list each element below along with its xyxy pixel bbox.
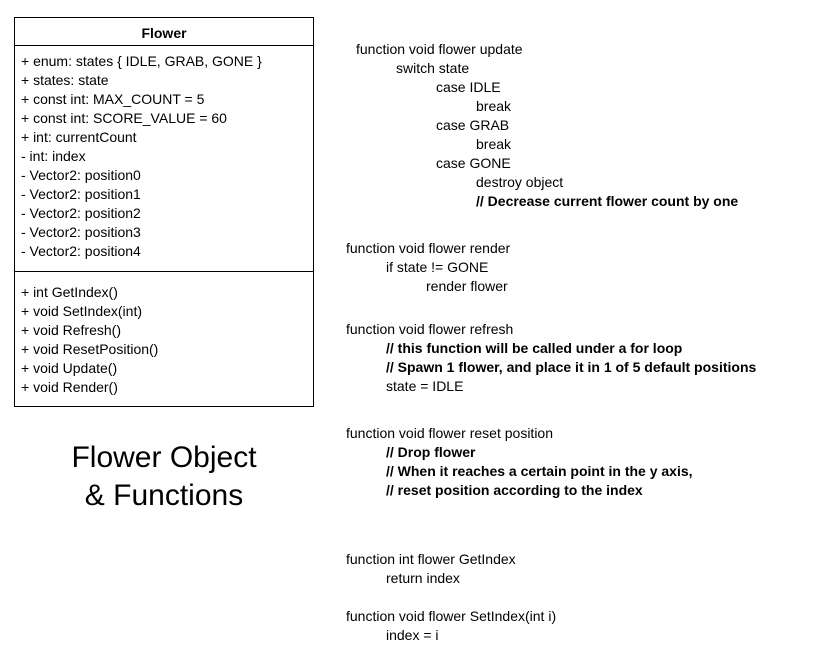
uml-attribute: + int: currentCount [21, 129, 137, 145]
uml-method: + void Update() [21, 360, 118, 376]
code-line: index = i [386, 627, 439, 643]
code-update-signature: function void flower update [356, 41, 523, 57]
uml-attributes-section: + enum: states { IDLE, GRAB, GONE } + st… [15, 46, 313, 272]
code-refresh-signature: function void flower refresh [346, 321, 514, 337]
uml-method: + void Render() [21, 379, 118, 395]
code-render-signature: function void flower render [346, 240, 511, 256]
uml-attribute: + const int: SCORE_VALUE = 60 [21, 110, 227, 126]
code-line: break [476, 136, 512, 152]
code-getindex-signature: function int flower GetIndex [346, 551, 516, 567]
uml-method: + int GetIndex() [21, 284, 118, 300]
uml-attribute: - int: index [21, 148, 86, 164]
code-line: switch state [396, 60, 470, 76]
code-line: break [476, 98, 512, 114]
uml-attribute: - Vector2: position0 [21, 167, 141, 183]
uml-method: + void Refresh() [21, 322, 121, 338]
uml-attribute: - Vector2: position3 [21, 224, 141, 240]
code-reset-signature: function void flower reset position [346, 425, 553, 441]
caption-line-1: Flower Object [71, 441, 257, 474]
uml-methods-section: + int GetIndex() + void SetIndex(int) + … [15, 272, 313, 397]
uml-class-box: Flower + enum: states { IDLE, GRAB, GONE… [14, 17, 314, 407]
code-comment: // Spawn 1 flower, and place it in 1 of … [386, 359, 757, 375]
code-line: destroy object [476, 174, 564, 190]
code-comment: // reset position according to the index [386, 482, 643, 498]
uml-attribute: - Vector2: position1 [21, 186, 141, 202]
code-line: case GONE [436, 155, 511, 171]
uml-method: + void SetIndex(int) [21, 303, 143, 319]
code-comment: // Decrease current flower count by one [476, 193, 739, 209]
uml-attribute: + states: state [21, 72, 109, 88]
uml-attribute: - Vector2: position4 [21, 243, 141, 259]
uml-attribute: + enum: states { IDLE, GRAB, GONE } [21, 53, 262, 69]
code-comment: // this function will be called under a … [386, 340, 683, 356]
uml-attribute: - Vector2: position2 [21, 205, 141, 221]
uml-class-title: Flower [15, 18, 313, 46]
code-line: state = IDLE [386, 378, 464, 394]
code-line: case GRAB [436, 117, 510, 133]
uml-attribute: + const int: MAX_COUNT = 5 [21, 91, 205, 107]
code-comment: // Drop flower [386, 444, 476, 460]
code-line: return index [386, 570, 460, 586]
code-line: render flower [426, 278, 508, 294]
code-comment: // When it reaches a certain point in th… [386, 463, 693, 479]
code-setindex-signature: function void flower SetIndex(int i) [346, 608, 557, 624]
code-line: case IDLE [436, 79, 501, 95]
caption-line-2: & Functions [84, 479, 244, 512]
code-line: if state != GONE [386, 259, 489, 275]
uml-method: + void ResetPosition() [21, 341, 159, 357]
